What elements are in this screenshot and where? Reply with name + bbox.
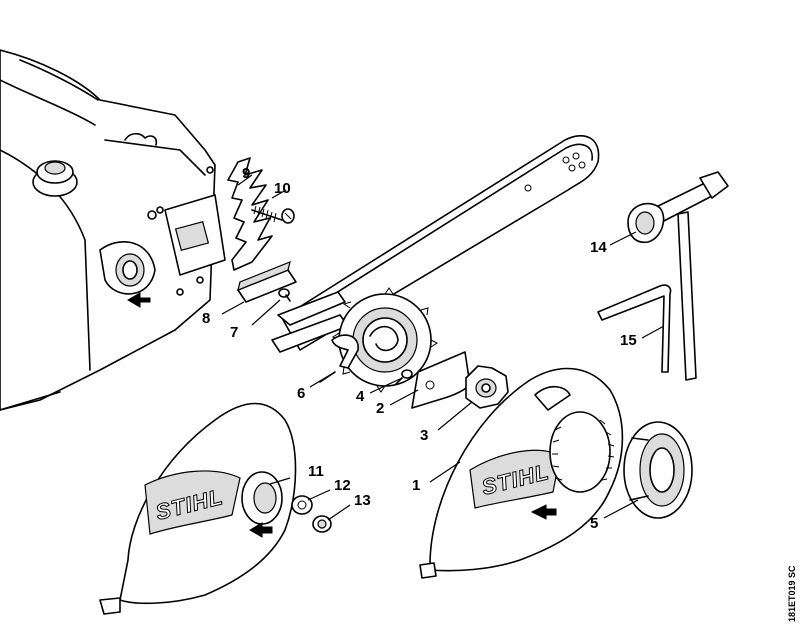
callout-6: 6 bbox=[297, 385, 305, 402]
callout-2: 2 bbox=[376, 400, 384, 417]
part-nut bbox=[312, 515, 332, 533]
part-knob-nut bbox=[465, 365, 509, 409]
callout-13: 13 bbox=[354, 492, 371, 509]
part-washer bbox=[291, 495, 313, 515]
callout-14: 14 bbox=[590, 239, 607, 256]
callout-5: 5 bbox=[590, 515, 598, 532]
part-combination-wrench bbox=[627, 171, 729, 381]
callout-3: 3 bbox=[420, 427, 428, 444]
part-hex-key bbox=[597, 284, 672, 373]
callout-7: 7 bbox=[230, 324, 238, 341]
part-sprocket-cover: STIHL bbox=[419, 367, 624, 579]
callout-4: 4 bbox=[356, 388, 365, 405]
leader-lines bbox=[221, 174, 665, 521]
part-chain-catcher bbox=[227, 157, 273, 271]
guide-bar bbox=[271, 135, 600, 353]
saw-housing bbox=[0, 49, 226, 411]
part-cover-plate bbox=[623, 421, 693, 519]
callout-15: 15 bbox=[620, 332, 637, 349]
callout-10: 10 bbox=[274, 180, 291, 197]
callout-8: 8 bbox=[202, 310, 210, 327]
part-screw-7 bbox=[278, 288, 291, 302]
callout-11: 11 bbox=[308, 463, 324, 480]
part-chain-cover-left: STIHL bbox=[99, 402, 297, 615]
chain-sprocket bbox=[319, 287, 438, 393]
part-bumper-strip bbox=[237, 261, 297, 303]
callout-1: 1 bbox=[412, 477, 420, 494]
part-screw-10 bbox=[251, 205, 295, 224]
callout-labels: 1 2 3 4 5 6 7 8 9 10 11 12 13 14 15 bbox=[202, 165, 637, 532]
callout-12: 12 bbox=[334, 477, 351, 494]
callout-9: 9 bbox=[242, 165, 250, 182]
drawing-reference: 181ET019 SC bbox=[787, 565, 797, 622]
